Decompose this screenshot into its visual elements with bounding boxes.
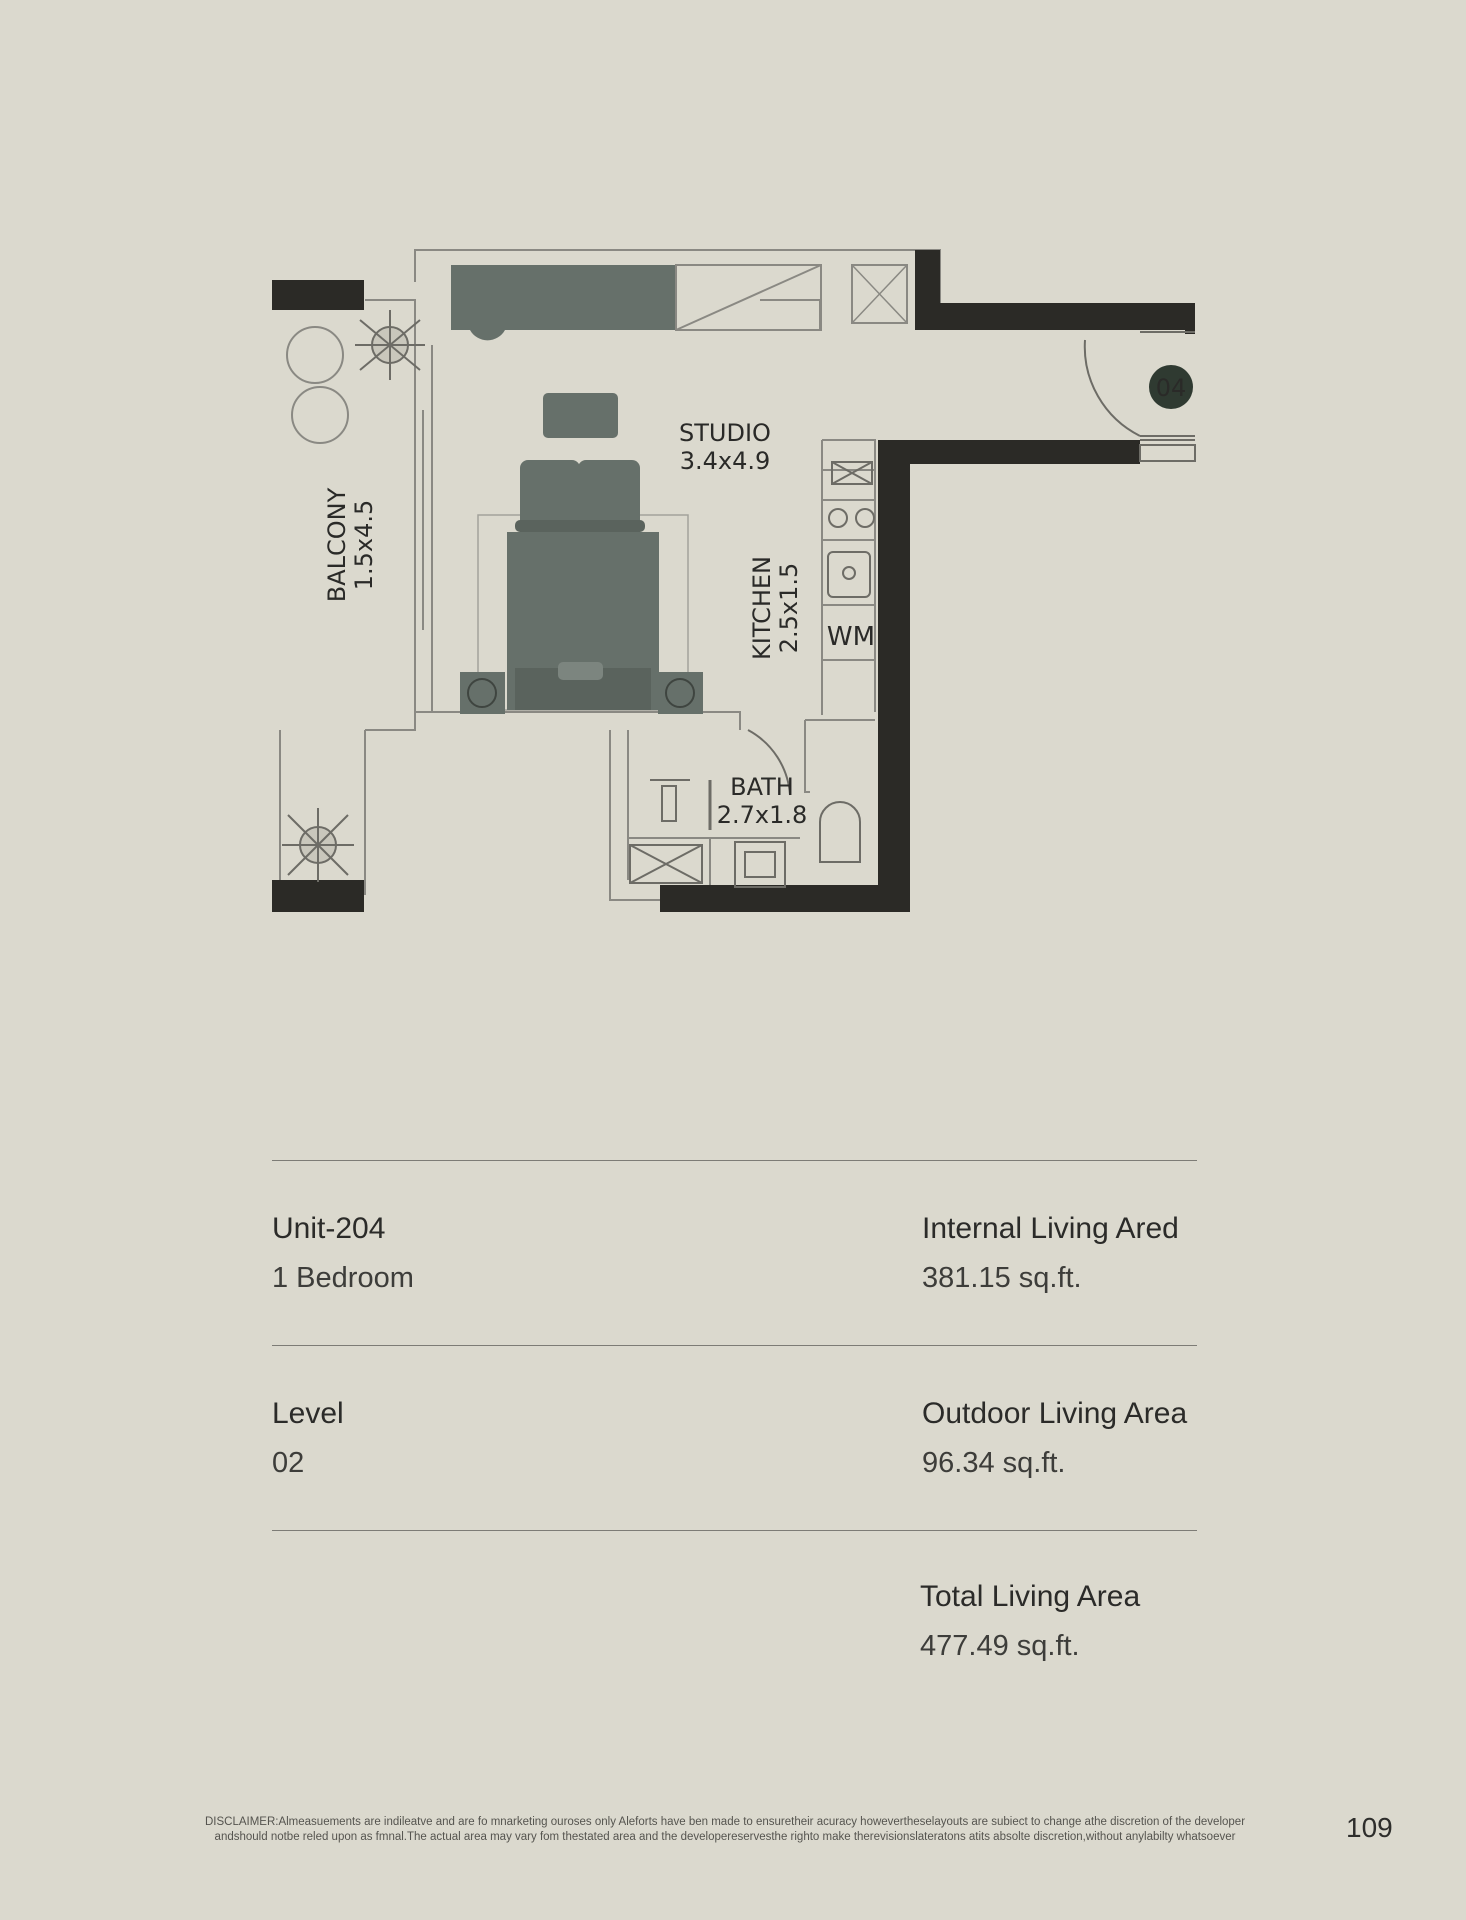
balcony-dims: 1.5x4.5: [350, 500, 378, 591]
unit-number-badge: 04: [1149, 365, 1193, 409]
divider: [272, 1160, 1197, 1161]
bath-label: BATH: [730, 773, 794, 801]
kitchen-fixtures: [827, 461, 875, 598]
level-label: Level: [272, 1397, 344, 1430]
plant-icon: [355, 310, 425, 380]
floor-plan: 04 STUDIO 3.4x4.9 BALCONY 1.5x4.5 KITCHE…: [272, 249, 1196, 912]
plan-walls: [272, 250, 1195, 912]
studio-label: STUDIO: [679, 419, 771, 447]
divider: [272, 1530, 1197, 1531]
wardrobe: [451, 264, 908, 341]
total-area-label: Total Living Area: [920, 1580, 1141, 1613]
plan-outline: [279, 249, 941, 912]
balcony-label: BALCONY: [323, 487, 351, 602]
internal-area-value: 381.15 sq.ft.: [922, 1262, 1082, 1294]
plant-icon: [282, 808, 354, 882]
bed-group: [460, 393, 703, 714]
balcony-furniture: [282, 310, 425, 882]
divider: [272, 1345, 1197, 1346]
unit-value: 1 Bedroom: [272, 1262, 414, 1294]
kitchen-dims: 2.5x1.5: [775, 563, 803, 654]
unit-label: Unit-204: [272, 1212, 386, 1245]
bath-fixtures: [629, 729, 861, 888]
disclaimer: DISCLAIMER:Almeasuements are indileatve …: [150, 1815, 1300, 1845]
entry-door: [1083, 331, 1196, 462]
outdoor-area-value: 96.34 sq.ft.: [922, 1447, 1066, 1479]
kitchen-label: KITCHEN: [748, 556, 776, 660]
wm-label: WM: [827, 622, 875, 652]
outdoor-area-label: Outdoor Living Area: [922, 1397, 1188, 1430]
total-area-value: 477.49 sq.ft.: [920, 1630, 1080, 1662]
disclaimer-line: andshould notbe reled upon as fmnal.The …: [214, 1831, 1236, 1843]
level-value: 02: [272, 1447, 305, 1479]
bath-dims: 2.7x1.8: [717, 801, 808, 829]
page-number: 109: [1346, 1812, 1393, 1843]
studio-dims: 3.4x4.9: [680, 447, 771, 475]
unit-badge-text: 04: [1156, 374, 1187, 402]
internal-area-label: Internal Living Ared: [922, 1212, 1179, 1245]
disclaimer-line: DISCLAIMER:Almeasuements are indileatve …: [204, 1816, 1246, 1828]
